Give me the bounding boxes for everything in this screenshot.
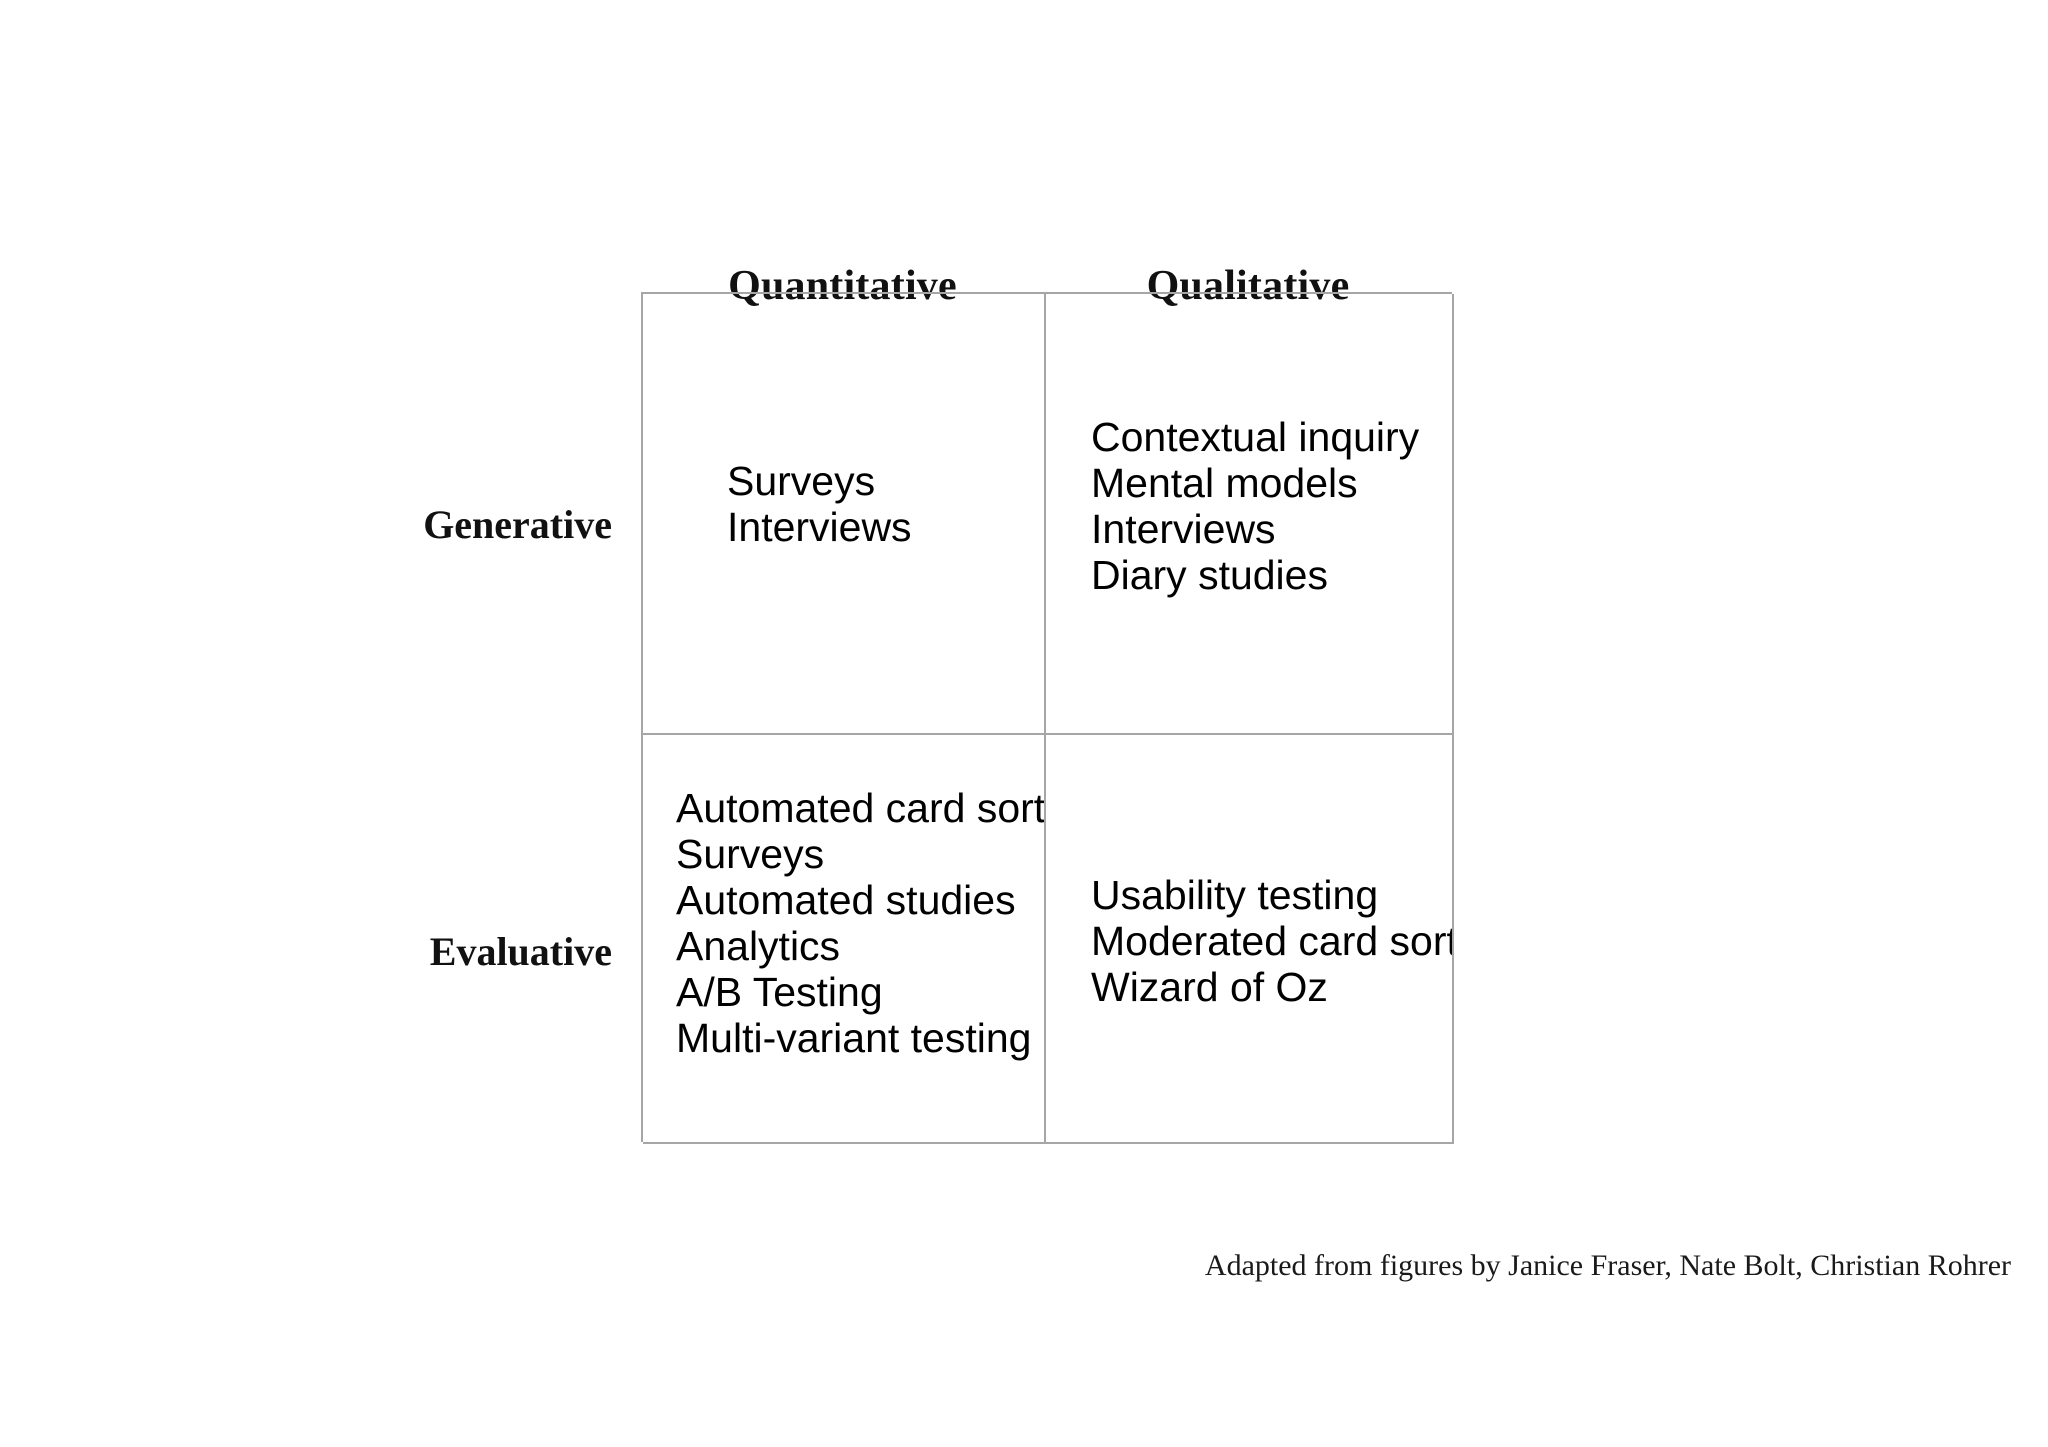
method-list-item: Mental models [1091, 459, 1358, 506]
method-list-item: Moderated card sort [1091, 917, 1454, 964]
method-list-item: Interviews [1091, 505, 1276, 552]
method-list-item: Automated studies [676, 876, 1016, 923]
method-list-item: Automated card sort [676, 784, 1046, 831]
method-list-item: Usability testing [1091, 871, 1379, 918]
method-list-item: Surveys [676, 830, 825, 877]
method-list-item: Diary studies [1091, 551, 1328, 598]
method-list-item: Contextual inquiry [1091, 413, 1420, 460]
method-list-item: Wizard of Oz [1091, 963, 1328, 1010]
method-list-item: A/B Testing [676, 968, 883, 1015]
row-header-generative: Generative [423, 502, 612, 547]
attribution-caption: Adapted from figures by Janice Fraser, N… [1204, 1249, 2011, 1282]
method-list-item: Interviews [727, 503, 912, 550]
row-header-evaluative: Evaluative [429, 929, 612, 974]
column-header-qualitative: Qualitative [1146, 263, 1350, 309]
method-list-item: Surveys [727, 457, 876, 504]
method-list-item: Analytics [676, 922, 841, 969]
column-header-quantitative: Quantitative [728, 263, 957, 309]
method-list-item: Multi-variant testing [676, 1014, 1032, 1061]
